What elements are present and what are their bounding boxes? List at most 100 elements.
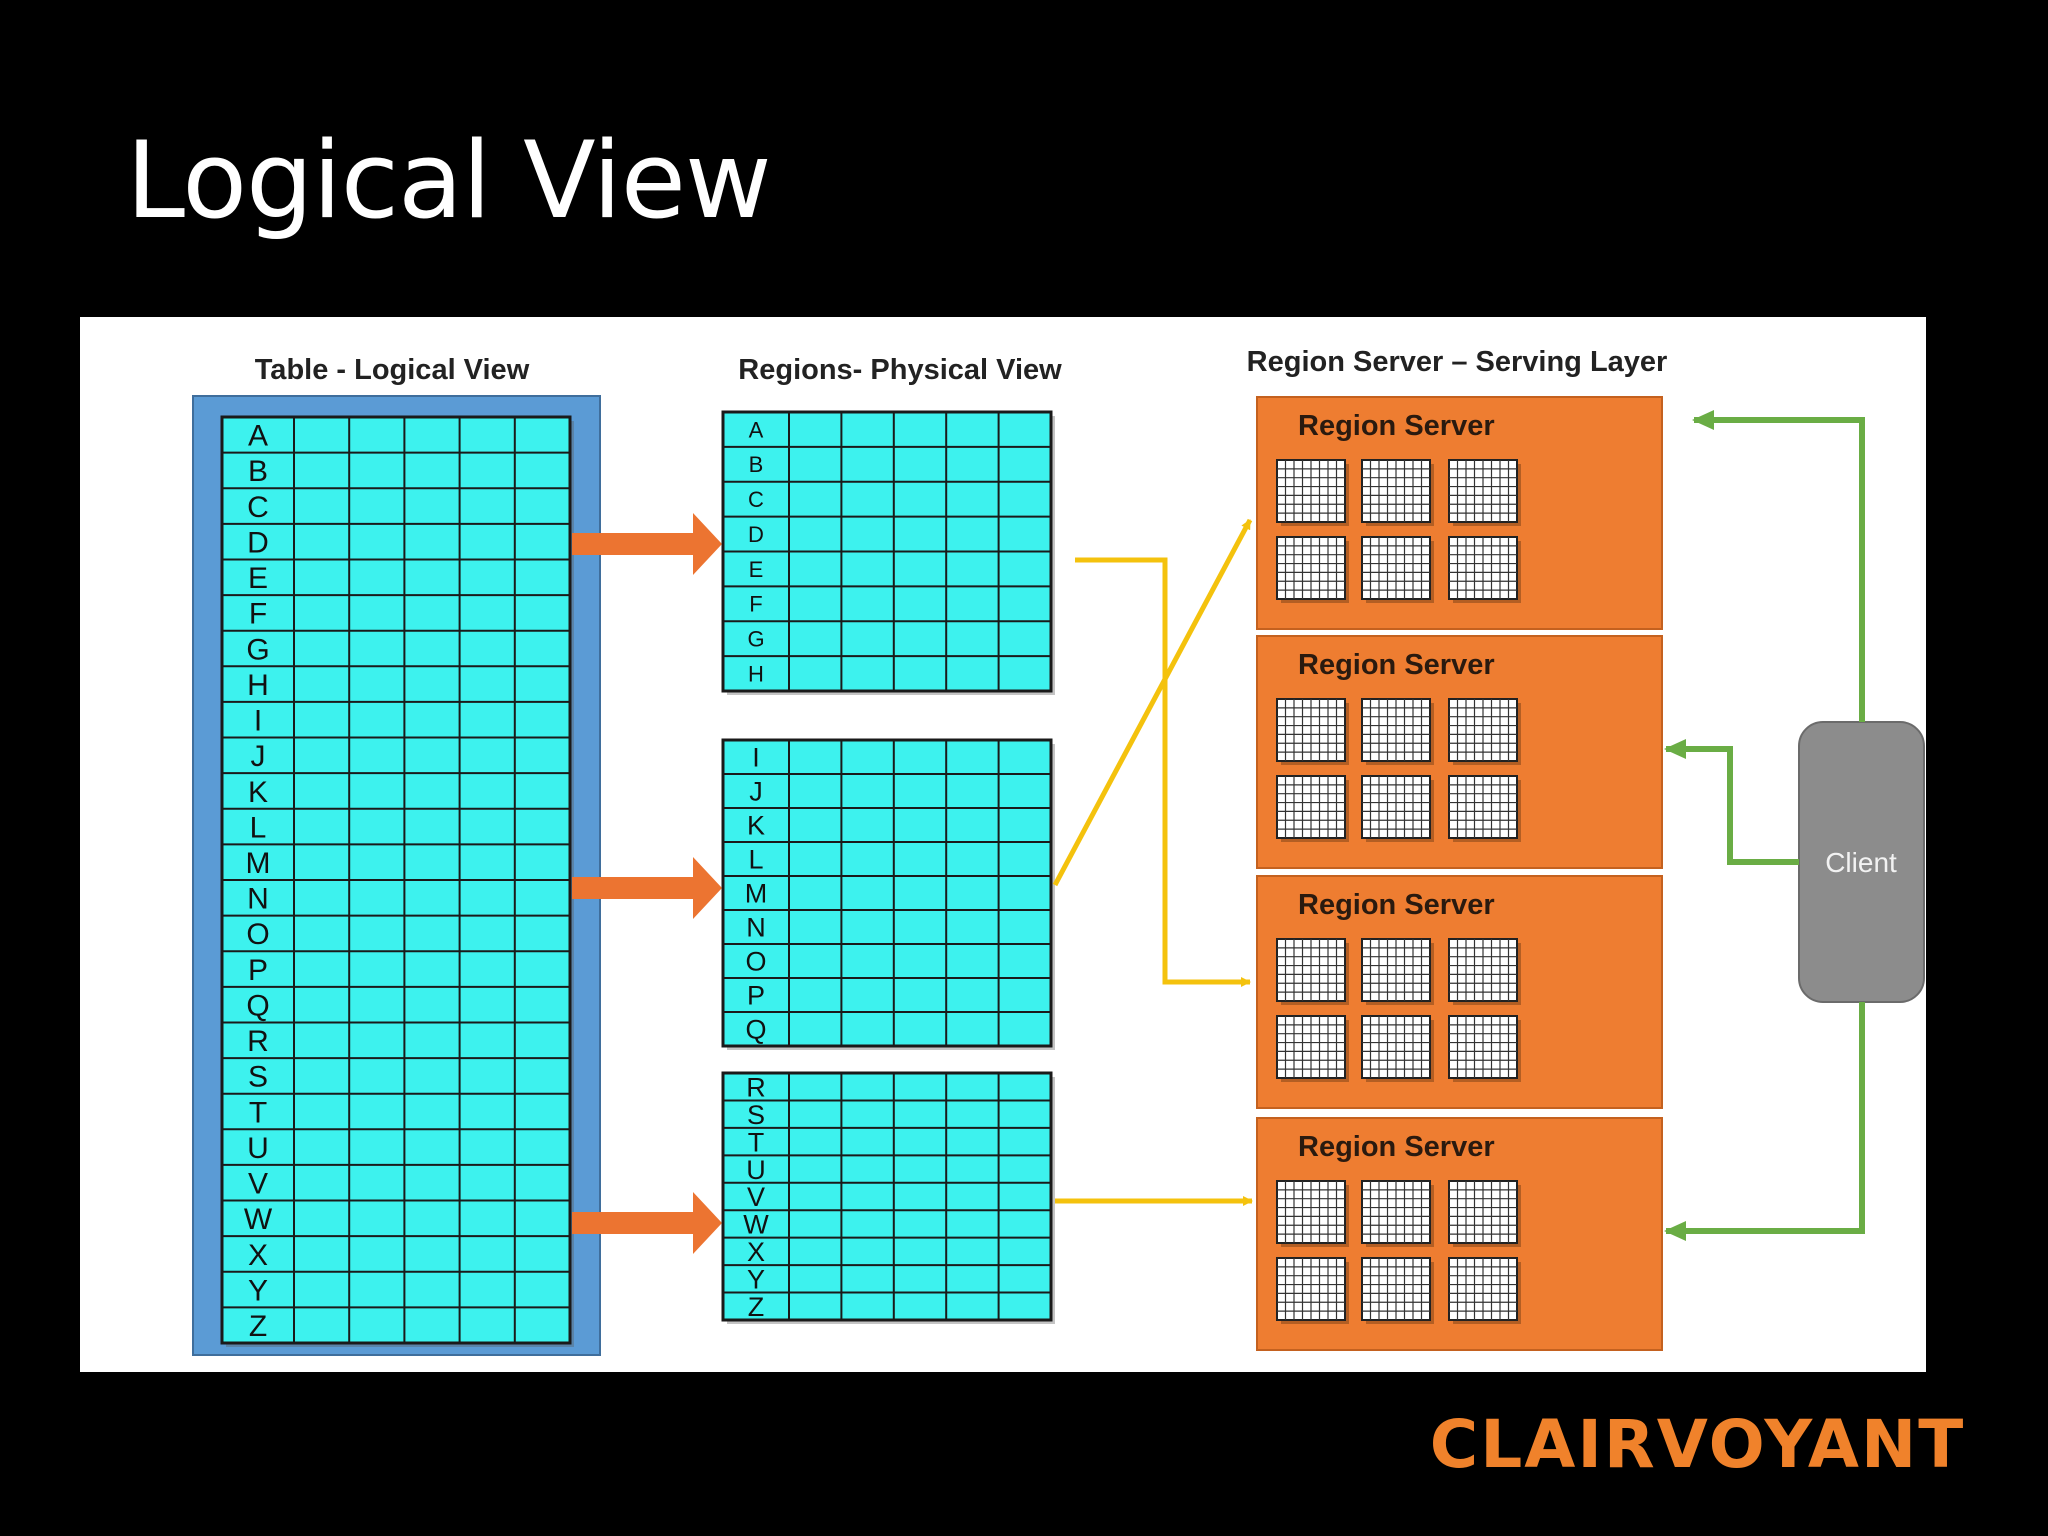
diagram-canvas: Table - Logical View Regions- Physical V… — [192, 346, 1925, 1356]
region-grid-icon — [1276, 775, 1349, 842]
region-2-row-label: N — [746, 913, 766, 943]
region-grid-icon — [1276, 1180, 1349, 1247]
orange-arrow-1 — [572, 513, 722, 575]
green-arrow-server1 — [1692, 410, 1865, 722]
region-grid-icon — [1361, 459, 1434, 526]
table-row-label: J — [251, 740, 266, 773]
region-3-row-label: V — [747, 1182, 765, 1212]
orange-arrow-2 — [572, 857, 722, 919]
table-row-label: C — [247, 491, 269, 524]
table-row-label: D — [247, 526, 269, 559]
orange-arrow-3 — [572, 1192, 722, 1254]
region-grid-icon — [1448, 536, 1521, 603]
region-2-row-label: J — [749, 777, 763, 807]
region-1-row-label: H — [748, 661, 764, 686]
region-server-1: Region Server — [1256, 396, 1663, 630]
table-row-label: E — [248, 562, 268, 595]
region-grid-icon — [1448, 698, 1521, 765]
region-2-row-label: K — [747, 811, 765, 841]
region-1-row-label: C — [748, 487, 764, 512]
table-row-label: Z — [249, 1310, 267, 1343]
yellow-arrow-region1 — [1075, 557, 1251, 987]
region-server-label: Region Server — [1298, 649, 1495, 681]
table-row-label: H — [247, 669, 269, 702]
region-grid-icon — [1448, 938, 1521, 1005]
region-3-row-label: U — [746, 1155, 766, 1185]
region-grid-icon — [1448, 1257, 1521, 1324]
yellow-arrow-region2 — [1052, 518, 1253, 887]
region-server-label: Region Server — [1298, 1131, 1495, 1163]
table-row-label: T — [249, 1096, 267, 1129]
table-row-label: I — [254, 705, 262, 738]
region-3-row-label: W — [743, 1210, 769, 1240]
region-2-frame — [721, 738, 1053, 1048]
region-grid-icon — [1276, 1257, 1349, 1324]
region-grid-icon — [1448, 775, 1521, 842]
region-1-row-label: F — [749, 592, 762, 617]
table-row-label: X — [248, 1239, 268, 1272]
client-label: Client — [1825, 847, 1897, 878]
region-server-2: Region Server — [1256, 635, 1663, 869]
table-row-label: N — [247, 883, 269, 916]
green-arrow-server4 — [1664, 1002, 1865, 1241]
region-grid-icon — [1276, 698, 1349, 765]
region-grid-icon — [1361, 1015, 1434, 1082]
client-to-server-arrows — [1664, 410, 1865, 1241]
region-grid-icon — [1448, 1015, 1521, 1082]
region-grid-icon — [1276, 1015, 1349, 1082]
region-server-label: Region Server — [1298, 410, 1495, 442]
table-to-region-arrows — [572, 513, 722, 1254]
clairvoyant-logo: CLAIRVOYANT — [1429, 1406, 1966, 1483]
region-server-label: Region Server — [1298, 889, 1495, 921]
green-arrow-server2 — [1664, 739, 1799, 865]
table-row-label: B — [248, 455, 268, 488]
table-row-label: V — [248, 1168, 268, 1201]
region-grid-icon — [1448, 1180, 1521, 1247]
table-row-label: S — [248, 1061, 268, 1094]
region-2-row-label: Q — [745, 1015, 766, 1045]
region-1-row-label: B — [749, 452, 764, 477]
table-row-label: W — [244, 1203, 273, 1236]
table-row-label: Y — [248, 1274, 268, 1307]
region-2-row-label: O — [745, 947, 766, 977]
table-row-label: O — [246, 918, 269, 951]
region-3-row-label: R — [746, 1072, 766, 1102]
region-2-row-label: P — [747, 981, 765, 1011]
table-row-label: K — [248, 776, 268, 809]
region-1-row-label: A — [749, 417, 764, 442]
table-row-label: R — [247, 1025, 269, 1058]
region-grid-icon — [1276, 459, 1349, 526]
region-grid-icon — [1361, 1180, 1434, 1247]
region-1-row-label: G — [747, 627, 764, 652]
table-row-label: M — [246, 847, 271, 880]
region-to-server-arrows — [1052, 518, 1253, 1206]
region-3-row-label: T — [748, 1127, 765, 1157]
table-row-label: Q — [246, 989, 269, 1022]
region-2-row-label: L — [748, 845, 763, 875]
region-server-4: Region Server — [1256, 1117, 1663, 1351]
table-row-label: A — [248, 420, 268, 453]
region-2-row-label: M — [745, 879, 768, 909]
hbase-architecture-diagram: Table - Logical View Regions- Physical V… — [80, 317, 1926, 1372]
region-grid-icon — [1276, 938, 1349, 1005]
table-row-label: F — [249, 598, 267, 631]
slide-title: Logical View — [126, 119, 772, 242]
region-3-row-label: Z — [748, 1292, 765, 1322]
regions-section-label: Regions- Physical View — [738, 354, 1062, 386]
region-grid-icon — [1276, 536, 1349, 603]
region-2-row-label: I — [752, 743, 760, 773]
region-grid-icon — [1361, 938, 1434, 1005]
region-3-frame — [721, 1071, 1053, 1322]
region-3-row-label: Y — [747, 1265, 765, 1295]
table-row-label: U — [247, 1132, 269, 1165]
servers-section-label: Region Server – Serving Layer — [1247, 346, 1668, 378]
table-row-label: P — [248, 954, 268, 987]
region-1-row-label: E — [749, 557, 764, 582]
table-row-label: L — [250, 811, 267, 844]
table-row-label: G — [246, 633, 269, 666]
